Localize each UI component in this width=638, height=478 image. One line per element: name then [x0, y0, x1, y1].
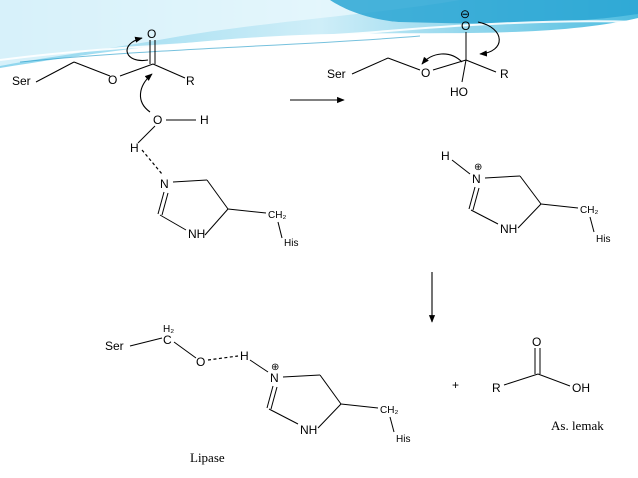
histidine-3: H ⊕ N NH CH₂ His [240, 349, 410, 445]
curved-arrow-carbonyl [126, 36, 149, 62]
ti-o-label: O [421, 66, 430, 80]
water-oh: O H H [130, 113, 209, 155]
h-label: H [130, 141, 139, 155]
fatty-acid: R OH O [492, 335, 590, 395]
ti-r-label: R [500, 67, 509, 81]
histidine-2: H ⊕ N NH CH₂ His [441, 149, 610, 245]
plus-sign: + [452, 378, 459, 392]
regenerated-serine: Ser H₂ C O [105, 324, 205, 369]
hydrogen-bond-2 [207, 355, 239, 361]
fa-o-label: O [532, 335, 541, 349]
his1-ch2-label: CH₂ [268, 210, 286, 221]
his3-his-label: His [396, 434, 410, 445]
his1-n-label: N [160, 177, 169, 191]
oh-h-label: H [200, 113, 209, 127]
r-label: R [186, 74, 195, 88]
his3-n-label: N [270, 371, 279, 385]
fa-r-label: R [492, 381, 501, 395]
his3-h-label: H [240, 349, 249, 363]
oh-o-label: O [153, 113, 162, 127]
his2-h-label: H [441, 149, 450, 163]
ti-o-minus-label: O [461, 19, 470, 33]
top-left-ser-ester: Ser O R O [12, 27, 195, 88]
ester-o-label: O [108, 73, 117, 87]
his2-his-label: His [596, 234, 610, 245]
c-label: C [163, 333, 172, 347]
his2-nh-label: NH [500, 222, 517, 236]
his3-plus: ⊕ [271, 362, 279, 373]
curved-arrow-nucleophile [139, 73, 153, 113]
ser3-o-label: O [196, 355, 205, 369]
his1-his-label: His [284, 238, 298, 249]
his2-plus: ⊕ [474, 162, 482, 173]
hydrogen-bond-1 [141, 149, 163, 175]
ser2-label: Ser [327, 67, 346, 81]
ti-ho-label: HO [450, 85, 468, 99]
his1-nh-label: NH [188, 227, 205, 241]
his3-ch2-label: CH₂ [380, 405, 398, 416]
histidine-1: N NH CH₂ His [157, 177, 298, 249]
tetrahedral-intermediate: Ser O R O ⊖ HO [327, 7, 509, 99]
curved-arrow-leaving [421, 53, 463, 65]
h2-label: H₂ [163, 324, 174, 335]
top-banner [0, 0, 638, 68]
minus-charge: ⊖ [460, 7, 470, 21]
ser-label: Ser [12, 74, 31, 88]
his2-ch2-label: CH₂ [580, 205, 598, 216]
lipase-label: Lipase [190, 450, 225, 465]
his2-n-label: N [472, 172, 481, 186]
fatty-acid-label: As. lemak [551, 418, 604, 433]
carbonyl-o-label: O [147, 27, 156, 41]
curved-arrow-oxyanion [477, 21, 500, 57]
fa-oh-label: OH [572, 381, 590, 395]
his3-nh-label: NH [300, 423, 317, 437]
ser3-label: Ser [105, 339, 124, 353]
